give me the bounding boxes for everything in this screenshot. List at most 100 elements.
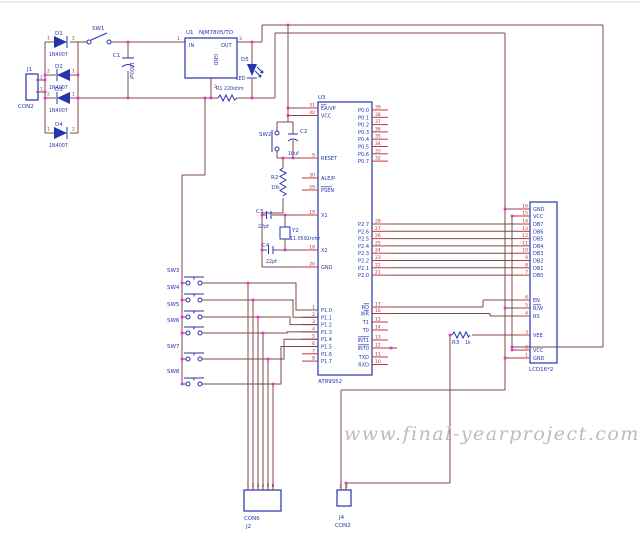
pin-number: 20 [309,262,315,268]
junction-dot [286,106,290,110]
junction-dot [209,96,213,100]
pin-number: 16 [522,204,528,210]
pin-name: INT0 [358,346,369,352]
pin-number: 38 [375,112,381,118]
pin-number: 18 [309,245,315,251]
pin-name: DB3 [533,251,543,257]
pushbutton-actuator [184,352,204,356]
j4-pin-number: 2 [345,484,348,490]
pin-number: 37 [375,119,381,125]
pushbutton-actuator [184,293,204,297]
junction-dot [246,281,250,285]
pin-name: EA/VP [321,106,336,112]
c4-capacitor [268,246,274,254]
pin-name: DB6 [533,229,543,235]
pin-name: P2.5 [358,237,369,243]
pin-name: P2.3 [358,251,369,257]
junction-dot [126,96,130,100]
junction-dot [283,248,287,252]
pin-name: RESET [321,156,338,162]
pin-name: P0.5 [358,145,369,151]
pin-name: P1.6 [321,352,332,358]
sw1-ref: SW1 [92,26,104,32]
d5-ref: D5 [241,57,249,63]
pin-name: VCC [533,348,544,354]
junction-dot [256,315,260,319]
diode-ref: D1 [55,31,63,37]
pin-name: ALE/P [321,176,335,182]
sw2-ref: SW2 [259,132,271,138]
pin-number: 1 [72,92,75,98]
switch-contact [197,330,203,336]
led-arrows-icon [254,66,264,78]
r3-value: 1k [465,340,471,346]
diode-symbol [57,69,70,81]
junction-dot [180,298,184,302]
mcu-right-pins: 39P0.038P0.137P0.236P0.335P0.434P0.533P0… [358,105,518,369]
con6-ref2: J2 [245,524,251,530]
pin-number: 22 [375,262,381,268]
pin-number: 3 [525,330,528,336]
junction-dot [448,333,452,337]
c4-ref: C4 [262,243,270,249]
pin-name: GND [533,207,545,213]
pin-number: 4 [525,311,528,317]
pin-number: 14 [375,325,381,331]
switch-contact [197,297,203,303]
diode-value: 1N4007 [49,143,68,149]
crystal-circuit: C3 22pf Y2 11.0592mhz C4 22pf [256,209,321,265]
switch-ref: SW5 [167,302,180,308]
r3-resistor [451,330,471,340]
junction-dot [76,73,80,77]
keypad-wire [207,316,318,326]
switch-contact [185,314,191,320]
sw1-contact [106,39,112,45]
pin-name: P0.6 [358,152,369,158]
diode-ref: D4 [55,122,63,128]
junction-dot [180,382,184,386]
pin-number: 1 [525,353,528,359]
pin-number: 8 [312,356,315,362]
junction-dot [180,357,184,361]
pin-number: 1 [47,127,50,133]
pin-number: 4 [312,326,315,332]
u1-pin-in: IN [189,43,194,49]
j4-ref: J4 [338,515,345,521]
u1-pin-gnd: GND [212,54,218,66]
j1-ref: J1 [26,67,32,73]
pin-number: 27 [375,226,381,232]
sw1-contact [86,39,92,45]
switch-contact [185,297,191,303]
junction-dots [43,23,514,485]
junction-dot [43,90,47,94]
junction-dot [203,96,207,100]
c1-value: 1000uf [128,62,134,79]
pin-name: P2.1 [358,266,369,272]
pushbutton-actuator [184,326,204,330]
watermark: www.final-yearproject.com [344,423,640,445]
junction-dot [126,40,130,44]
pin-number: 25 [375,240,381,246]
switch-contact [197,356,203,362]
pin-number: 12 [375,343,381,349]
pin-name: P1.2 [321,323,332,329]
pin-name: DB4 [533,244,543,250]
pin-name: P0.0 [358,108,369,114]
pin-number: 30 [309,173,315,179]
pin-name: DB5 [533,237,543,243]
pin-number: 24 [375,248,381,254]
pin-name: TXD [358,355,369,361]
pin-name: RXD [358,363,369,369]
keypad-wire [207,299,318,318]
pin-number: 10 [375,359,381,365]
r1-resistor [217,93,238,103]
lcd-label: LCD16*2 [529,367,553,373]
pin-number: 7 [525,270,528,276]
junction-dot [261,331,265,335]
